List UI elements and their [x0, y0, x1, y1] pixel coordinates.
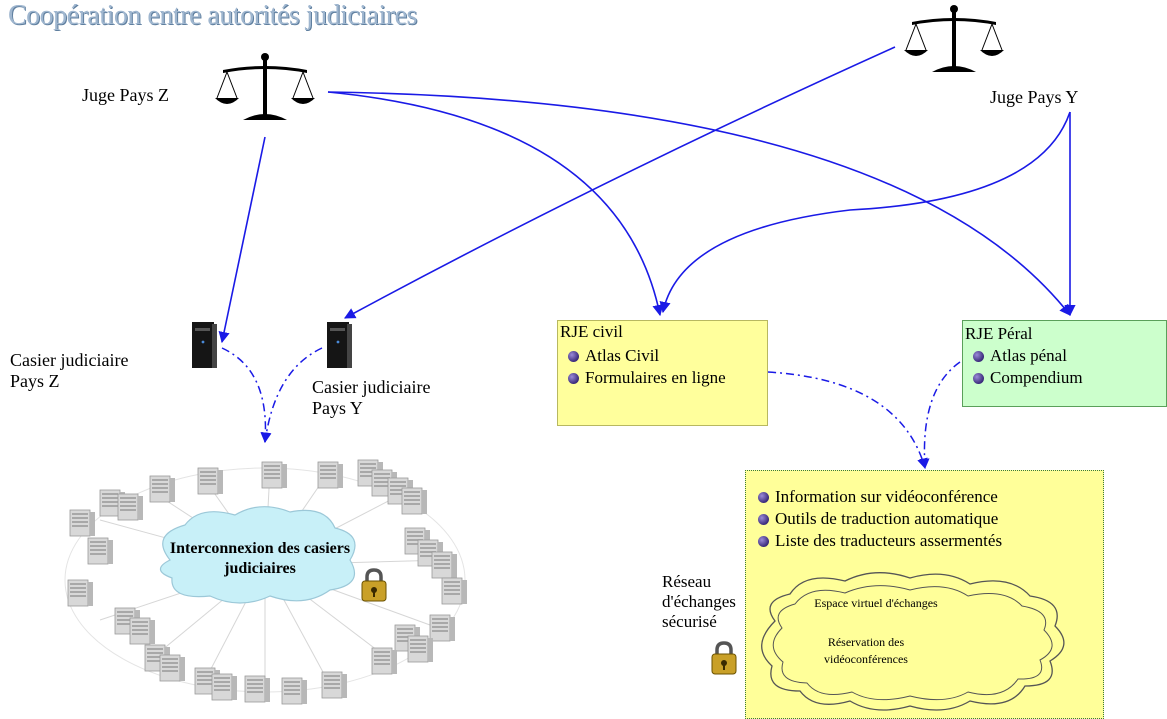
registry-y-server-icon — [327, 322, 352, 368]
diagram-title: Coopération entre autorités judiciaires — [8, 0, 417, 31]
judge-z-scale-icon — [214, 52, 316, 121]
service-item: Information sur vidéoconférence — [758, 486, 1002, 508]
arrow-judge-y-to-registry-y — [344, 46, 896, 319]
interconnection-label: Interconnexion des casiers judiciaires — [169, 540, 351, 577]
bullet-icon — [568, 372, 579, 384]
arrow-judge-y-to-rje-civil — [659, 111, 1071, 314]
interconnection-cloud — [159, 506, 356, 604]
rje-civil-item: Atlas Civil — [568, 345, 726, 367]
judge-y-label: Juge Pays Y — [990, 87, 1079, 107]
services-cloud — [761, 572, 1065, 711]
services-box: Information sur vidéoconférence Outils d… — [745, 470, 1104, 719]
link-registry-z-to-network — [221, 347, 271, 444]
rje-penal-box: RJE Péral Atlas pénal Compendium — [962, 320, 1167, 407]
bullet-icon — [973, 372, 984, 384]
link-rje-penal-to-services — [919, 361, 961, 470]
arrow-judge-z-to-registry-z — [218, 136, 266, 344]
rje-civil-box: RJE civil Atlas Civil Formulaires en lig… — [557, 320, 768, 426]
bullet-icon — [758, 535, 769, 547]
registry-network-diagram — [64, 459, 468, 705]
arrow-judge-z-to-rje-civil — [327, 91, 664, 317]
bullet-icon — [758, 513, 769, 525]
bullet-icon — [758, 491, 769, 503]
registry-y-label: Casier judiciaire Pays Y — [312, 377, 431, 418]
service-item: Liste des traducteurs assermentés — [758, 530, 1002, 552]
registry-z-server-icon — [192, 322, 217, 368]
rje-penal-title: RJE Péral — [965, 324, 1033, 343]
reservation-label: Réservation des vidéoconférences — [824, 635, 908, 666]
registry-z-label: Casier judiciaire Pays Z — [10, 350, 129, 391]
rje-civil-item: Formulaires en ligne — [568, 367, 726, 389]
network-lock-icon — [360, 568, 388, 603]
virtual-space-label: Espace virtuel d'échanges — [814, 596, 938, 610]
bullet-icon — [973, 350, 984, 362]
secure-network-lock-icon — [710, 641, 738, 676]
rje-penal-item: Compendium — [973, 367, 1083, 389]
secure-network-label: Réseau d'échanges sécurisé — [662, 572, 736, 631]
judge-y-scale-icon — [903, 4, 1005, 73]
bullet-icon — [568, 350, 579, 362]
rje-civil-title: RJE civil — [560, 322, 623, 341]
link-rje-civil-to-services — [767, 371, 928, 470]
judge-z-label: Juge Pays Z — [82, 85, 169, 105]
rje-penal-item: Atlas pénal — [973, 345, 1083, 367]
service-item: Outils de traduction automatique — [758, 508, 1002, 530]
arrow-judge-z-to-rje-penal — [327, 91, 1071, 316]
